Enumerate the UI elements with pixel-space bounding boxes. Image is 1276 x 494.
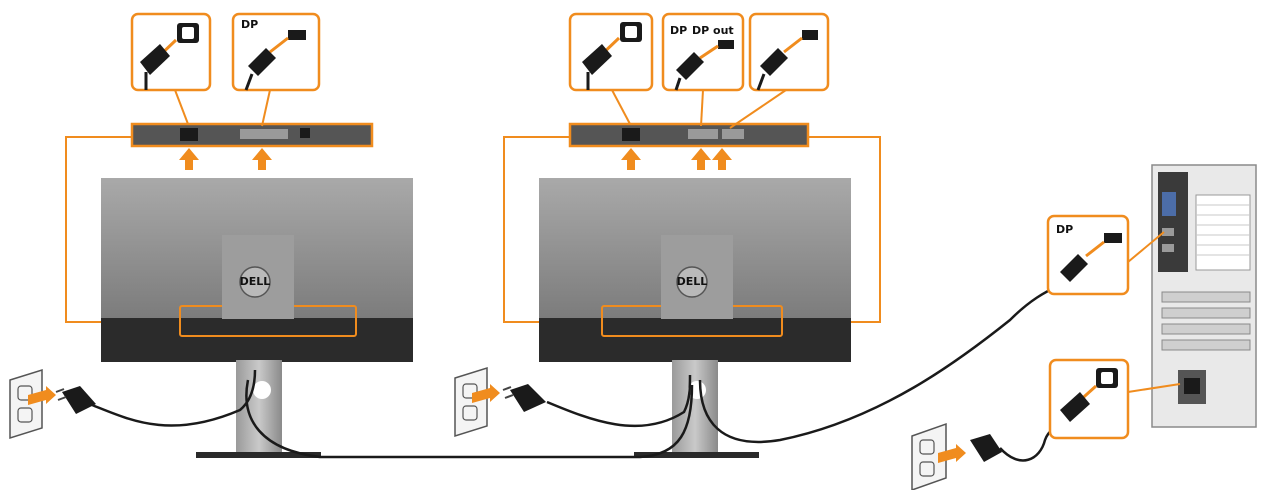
monitor-1: DELL DP	[65, 12, 413, 458]
pc-io-panel	[1158, 172, 1188, 272]
desktop-pc	[1151, 164, 1257, 428]
upward-arrow-icon	[621, 148, 641, 170]
pc-dp-cable	[698, 283, 1061, 444]
monitor-2-power-plug	[502, 384, 546, 412]
power-cable-icon	[582, 22, 642, 90]
cables	[91, 283, 1083, 462]
monitor-1-dp-label: DP	[241, 18, 258, 31]
monitor-2-stand-base	[634, 452, 759, 458]
pc-dp-callout-group: DP	[1046, 214, 1165, 296]
monitor-1-stand-base	[196, 452, 321, 458]
monitor-2-dp-in-port	[688, 129, 718, 139]
monitor-2-dp-out-port	[722, 129, 744, 139]
monitor-2-power-port	[622, 128, 640, 141]
displayport-cable-icon	[244, 30, 306, 91]
upward-arrow-icon	[252, 148, 272, 170]
monitor-1-logo-text: DELL	[240, 275, 271, 288]
pc-dp-port	[1162, 228, 1174, 236]
displayport-cable-icon	[756, 30, 818, 91]
monitor-2-bezel	[539, 318, 851, 362]
monitor-2-power-cable	[546, 374, 692, 428]
pc-power-callout-group	[1048, 358, 1181, 440]
pc-vga-port	[1162, 192, 1176, 216]
monitor-2-logo: DELL	[676, 266, 708, 298]
monitor-1-bezel	[101, 318, 413, 362]
upward-arrow-icon	[712, 148, 732, 170]
monitor-link-cable	[245, 379, 694, 459]
pc-power-plug	[970, 434, 1002, 462]
wall-outlet-icon	[454, 366, 500, 438]
power-cable-icon	[1060, 368, 1118, 422]
monitor-1-usb-port	[300, 128, 310, 138]
wall-outlet-icon	[911, 422, 966, 492]
monitor-1-logo: DELL	[239, 266, 271, 298]
displayport-cable-icon	[674, 40, 734, 91]
upward-arrow-icon	[691, 148, 711, 170]
monitor-1-power-port	[180, 128, 198, 141]
displayport-cable-icon	[1060, 233, 1122, 282]
monitor-2-stand	[672, 360, 718, 452]
pc-vent	[1195, 194, 1251, 271]
monitor-1-power-plug	[55, 386, 96, 414]
upward-arrow-icon	[179, 148, 199, 170]
monitor-1-dp-port	[240, 129, 288, 139]
monitor-2-dp-out-label: DP out	[692, 24, 734, 37]
pc-dp-label: DP	[1056, 223, 1073, 236]
monitor-2-dp-label: DP	[670, 24, 687, 37]
wall-outlet-icon	[9, 368, 56, 440]
monitor-1-power-cable	[91, 369, 257, 427]
monitor-2: DELL DP DP out	[503, 12, 881, 458]
pc-dp-port-2	[1162, 244, 1174, 252]
monitor-1-cable-hole	[253, 381, 271, 399]
monitor-2-logo-text: DELL	[677, 275, 708, 288]
power-cable-icon	[140, 23, 199, 90]
pc-expansion-slots	[1161, 291, 1251, 351]
